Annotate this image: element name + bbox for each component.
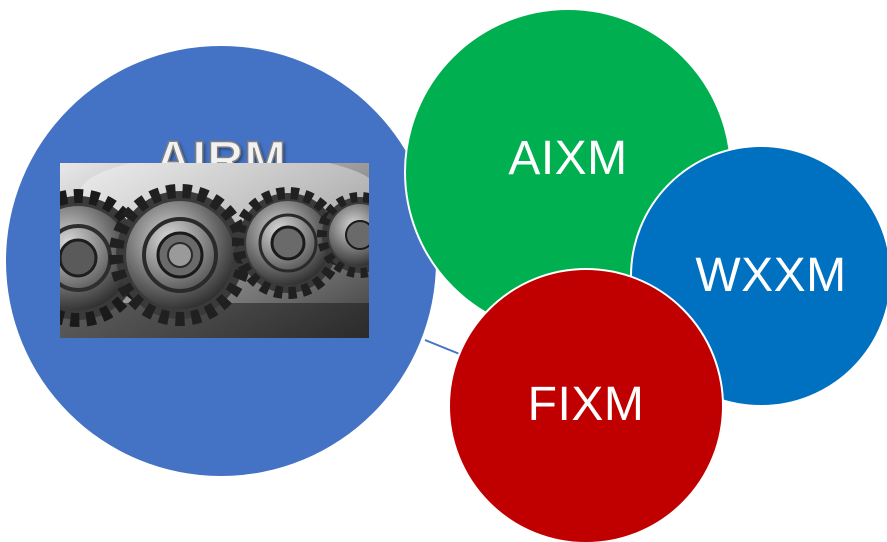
gears-image [60, 163, 369, 338]
node-fixm-label: FIXM [527, 377, 645, 431]
gears-icon [60, 163, 369, 338]
node-fixm: FIXM [448, 268, 724, 542]
node-wxxm-label: WXXM [695, 248, 847, 302]
node-aixm-label: AIXM [508, 131, 628, 185]
connector-airm-fixm [424, 339, 463, 356]
